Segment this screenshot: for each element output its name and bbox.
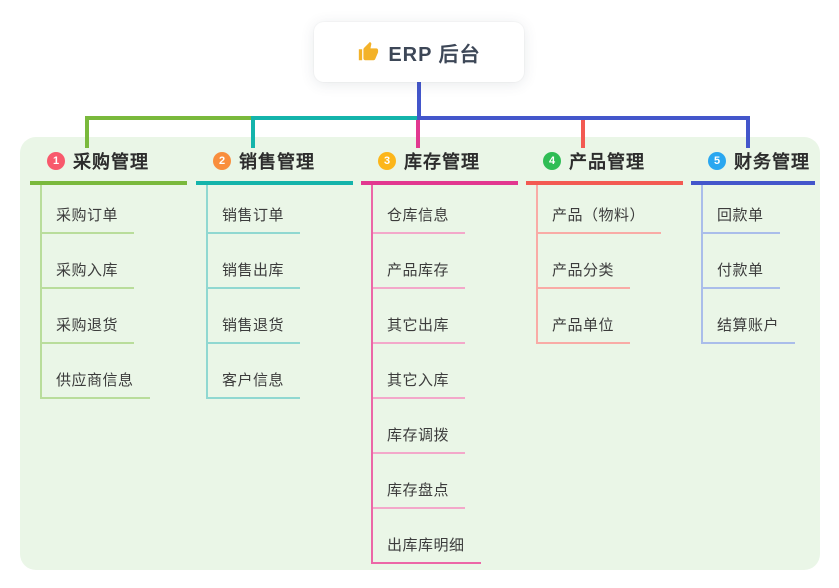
child-node[interactable]: 产品（物料） [538, 185, 662, 234]
branch-1-children: 采购订单采购入库采购退货供应商信息 [40, 185, 150, 399]
branch-2-column: 2 销售管理销售订单销售出库销售退货客户信息 [196, 148, 353, 399]
bus-segment-teal [251, 116, 421, 120]
branch-label: 财务管理 [734, 152, 810, 172]
child-node[interactable]: 付款单 [703, 234, 780, 289]
branch-5-header[interactable]: 5 财务管理 [691, 148, 815, 185]
bus-segment-blue [417, 116, 750, 120]
child-node[interactable]: 产品单位 [538, 289, 631, 344]
branch-4-header[interactable]: 4 产品管理 [526, 148, 683, 185]
child-node[interactable]: 供应商信息 [42, 344, 150, 399]
child-node[interactable]: 其它入库 [373, 344, 466, 399]
branch-4-column: 4 产品管理产品（物料）产品分类产品单位 [526, 148, 683, 344]
child-node[interactable]: 产品库存 [373, 234, 466, 289]
branch-label: 销售管理 [239, 152, 315, 172]
branch-2-header[interactable]: 2 销售管理 [196, 148, 353, 185]
child-node[interactable]: 采购入库 [42, 234, 135, 289]
root-title: ERP 后台 [388, 43, 481, 66]
thumbs-up-icon [357, 41, 379, 63]
branches-panel [20, 137, 820, 570]
child-node[interactable]: 其它出库 [373, 289, 466, 344]
branch-label: 产品管理 [569, 152, 645, 172]
branch-label: 库存管理 [404, 152, 480, 172]
child-node[interactable]: 销售退货 [208, 289, 301, 344]
root-stem-line [417, 82, 421, 120]
child-node[interactable]: 库存调拨 [373, 399, 466, 454]
root-node[interactable]: ERP 后台 [314, 22, 524, 82]
branch-4-children: 产品（物料）产品分类产品单位 [536, 185, 662, 344]
branch-5-column: 5 财务管理回款单付款单结算账户 [691, 148, 815, 344]
branch-number-badge: 2 [213, 152, 231, 170]
child-node[interactable]: 采购订单 [42, 185, 135, 234]
branch-3-children: 仓库信息产品库存其它出库其它入库库存调拨库存盘点出库库明细 [371, 185, 481, 564]
bus-segment-green [85, 116, 255, 120]
branch-label: 采购管理 [73, 152, 149, 172]
branch-5-children: 回款单付款单结算账户 [701, 185, 796, 344]
child-node[interactable]: 出库库明细 [373, 509, 481, 564]
child-node[interactable]: 客户信息 [208, 344, 301, 399]
branch-number-badge: 1 [47, 152, 65, 170]
branch-3-drop-line [416, 120, 420, 148]
branch-1-drop-line [85, 120, 89, 148]
child-node[interactable]: 产品分类 [538, 234, 631, 289]
branch-1-column: 1 采购管理采购订单采购入库采购退货供应商信息 [30, 148, 187, 399]
branch-2-children: 销售订单销售出库销售退货客户信息 [206, 185, 301, 399]
child-node[interactable]: 库存盘点 [373, 454, 466, 509]
branch-number-badge: 3 [378, 152, 396, 170]
branch-5-drop-line [746, 120, 750, 148]
branch-4-drop-line [581, 120, 585, 148]
branch-3-column: 3 库存管理仓库信息产品库存其它出库其它入库库存调拨库存盘点出库库明细 [361, 148, 518, 564]
branch-3-header[interactable]: 3 库存管理 [361, 148, 518, 185]
branch-number-badge: 4 [543, 152, 561, 170]
branch-1-header[interactable]: 1 采购管理 [30, 148, 187, 185]
child-node[interactable]: 销售出库 [208, 234, 301, 289]
branch-number-badge: 5 [708, 152, 726, 170]
branch-2-drop-line [251, 120, 255, 148]
child-node[interactable]: 采购退货 [42, 289, 135, 344]
child-node[interactable]: 仓库信息 [373, 185, 466, 234]
child-node[interactable]: 回款单 [703, 185, 780, 234]
child-node[interactable]: 结算账户 [703, 289, 796, 344]
child-node[interactable]: 销售订单 [208, 185, 301, 234]
